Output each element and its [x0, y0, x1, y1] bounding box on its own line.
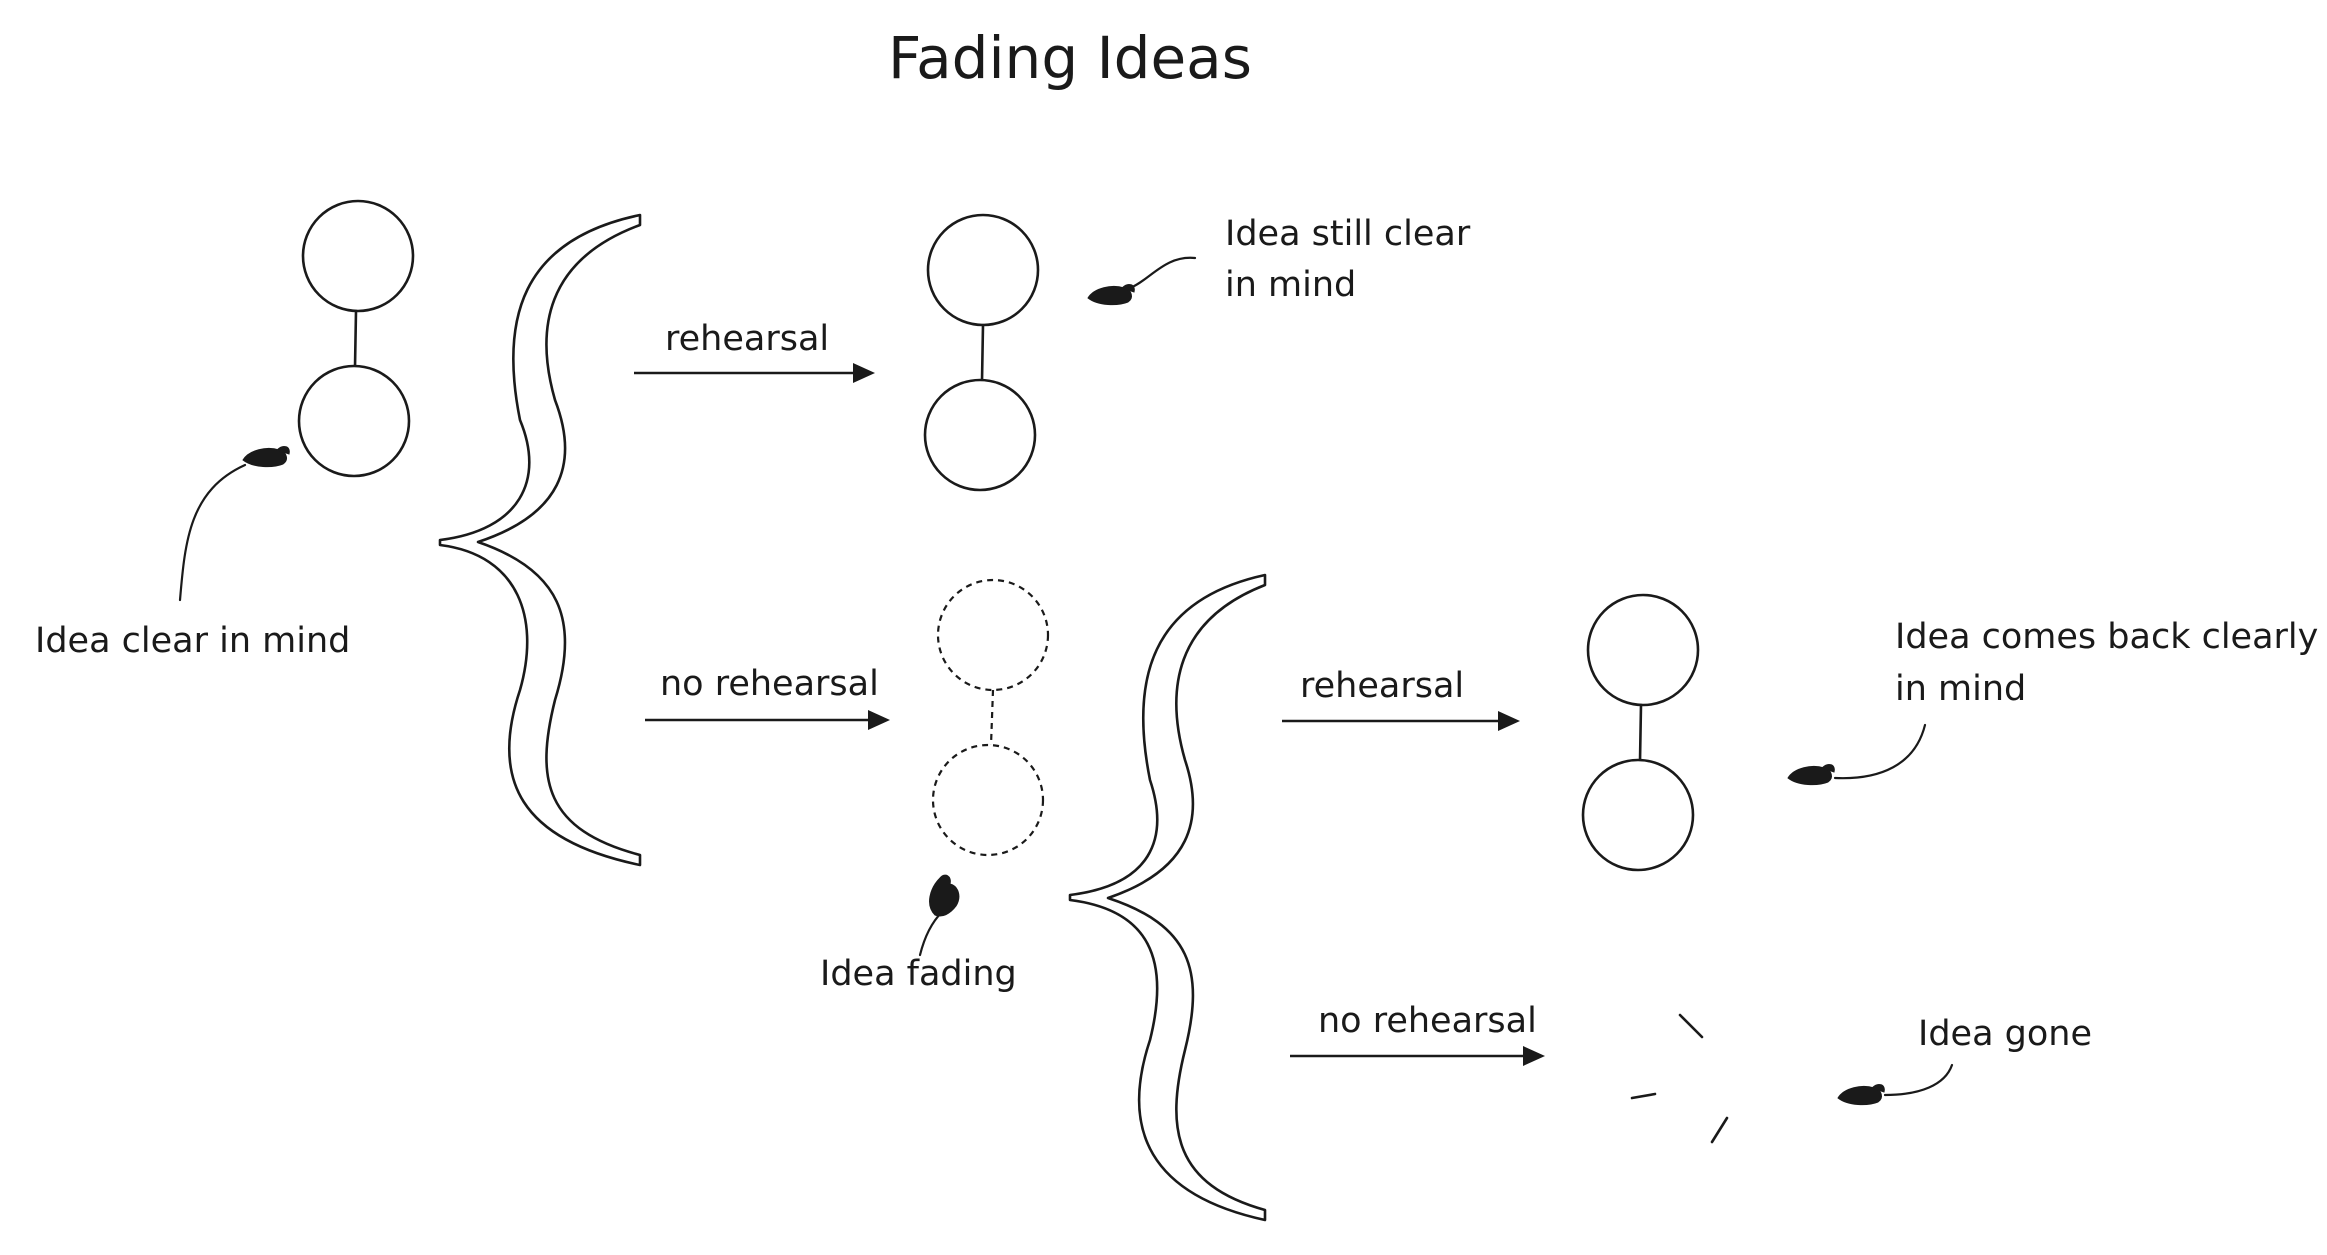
node-circle-bottom: [1581, 758, 1695, 872]
curly-brace-1: [438, 213, 642, 867]
pointer-hand-icon: [1837, 1063, 1954, 1106]
node-circle-top-dashed: [936, 578, 1050, 692]
node-connector: [980, 323, 985, 383]
node-circle-bottom: [923, 378, 1037, 492]
label-idea-still-clear-2: in mind: [1225, 265, 1356, 305]
idea-node-still-clear: [923, 213, 1040, 492]
node-connector: [1638, 703, 1643, 763]
node-circle-bottom: [297, 364, 411, 478]
arrow-no-rehearsal-mid: [645, 710, 890, 730]
pointer-hand-icon: [918, 874, 960, 957]
label-comes-back-2: in mind: [1895, 669, 2026, 709]
idea-node-clear: [297, 199, 415, 478]
arrow-rehearsal-right: [1282, 711, 1520, 731]
idea-node-comes-back: [1581, 593, 1700, 872]
node-circle-top: [926, 213, 1040, 327]
label-idea-fading: Idea fading: [820, 954, 1017, 994]
label-no-rehearsal-mid: no rehearsal: [660, 664, 879, 704]
node-circle-top: [301, 199, 415, 313]
label-comes-back-1: Idea comes back clearly: [1895, 617, 2318, 657]
label-idea-clear: Idea clear in mind: [35, 621, 350, 661]
pointer-hand-icon: [1787, 723, 1927, 786]
pointer-hand-icon: [178, 446, 290, 602]
label-no-rehearsal-bottom: no rehearsal: [1318, 1001, 1537, 1041]
node-circle-bottom-dashed: [931, 743, 1045, 857]
pointer-hand-icon: [1087, 256, 1197, 306]
arrow-no-rehearsal-bottom: [1290, 1046, 1545, 1066]
arrow-rehearsal-top: [634, 363, 875, 383]
node-connector-dashed: [989, 689, 995, 746]
label-rehearsal-right: rehearsal: [1300, 666, 1464, 706]
node-circle-top: [1586, 593, 1700, 707]
diagram-title: Fading Ideas: [888, 24, 1252, 92]
label-idea-still-clear-1: Idea still clear: [1225, 214, 1471, 254]
label-idea-gone: Idea gone: [1918, 1014, 2092, 1054]
curly-brace-2: [1068, 573, 1267, 1222]
idea-node-fading: [931, 578, 1050, 857]
label-rehearsal-top: rehearsal: [665, 319, 829, 359]
idea-gone-fragments: [1630, 1013, 1729, 1144]
node-connector: [353, 309, 358, 369]
